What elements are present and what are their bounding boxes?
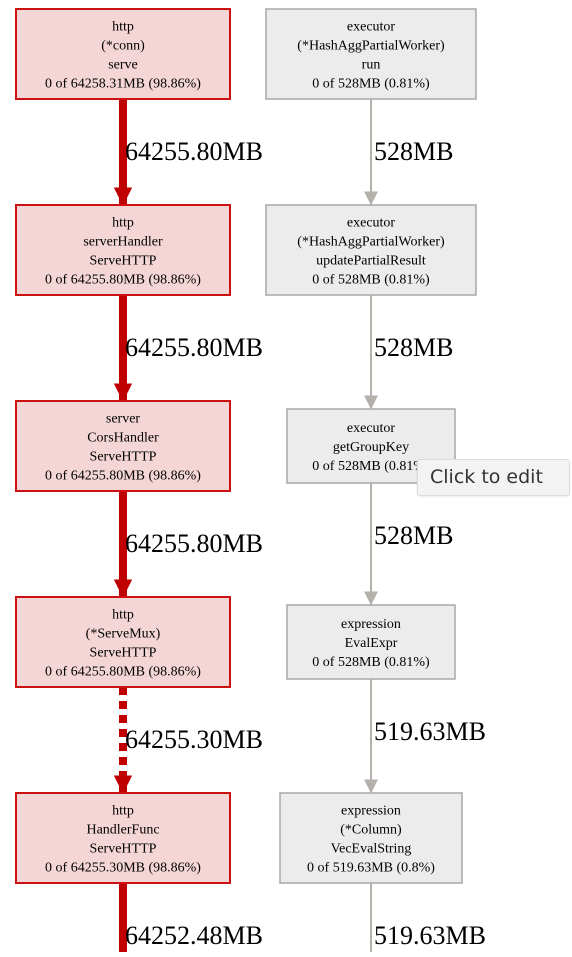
left-edge-5[interactable]: 64252.48MB (119, 883, 263, 957)
right-edge-label-5: 519.63MB (374, 921, 486, 950)
right-node-1-line-4: 0 of 528MB (0.81%) (312, 77, 430, 92)
left-node-1-line-2: (*conn) (101, 39, 145, 54)
right-node-4-line-2: EvalExpr (345, 636, 398, 651)
right-node-4-line-1: expression (341, 617, 401, 632)
left-edge-label-2: 64255.80MB (125, 333, 263, 362)
right-edge-label-2: 528MB (374, 333, 453, 362)
left-node-5-line-3: ServeHTTP (90, 842, 157, 857)
right-node-5-line-4: 0 of 519.63MB (0.8%) (307, 861, 435, 876)
left-node-box-2[interactable] (15, 204, 231, 296)
nodes-layer: http (*conn) serve 0 of 64258.31MB (98.86%)… (15, 8, 477, 884)
left-node-5-line-1: http (112, 804, 134, 819)
left-edge-4[interactable]: 64255.30MB (113, 687, 263, 794)
left-node-5-line-2: HandlerFunc (86, 823, 159, 838)
right-node-3-line-2: getGroupKey (333, 440, 409, 455)
right-node-2-line-3: updatePartialResult (316, 254, 426, 269)
right-node-box-4[interactable] (286, 604, 456, 680)
left-node-4-line-3: ServeHTTP (90, 646, 157, 661)
right-node-box-2[interactable] (265, 204, 477, 296)
left-edge-label-1: 64255.80MB (125, 137, 263, 166)
left-edge-2[interactable]: 64255.80MB (113, 295, 263, 402)
right-node-3-line-1: executor (347, 421, 396, 436)
right-node-2-line-1: executor (347, 216, 396, 231)
right-node-1-line-1: executor (347, 20, 396, 35)
left-node-2-line-4: 0 of 64255.80MB (98.86%) (45, 273, 201, 288)
left-edge-label-5: 64252.48MB (125, 921, 263, 950)
left-node-5-line-4: 0 of 64255.30MB (98.86%) (45, 861, 201, 876)
right-node-1[interactable]: executor (*HashAggPartialWorker) run 0 of 5… (265, 8, 477, 100)
right-node-2-line-2: (*HashAggPartialWorker) (297, 235, 445, 250)
left-node-box-5[interactable] (15, 792, 231, 884)
left-node-box-3[interactable] (15, 400, 231, 492)
right-node-5-line-3: VecEvalString (331, 842, 412, 857)
right-edge-label-1: 528MB (374, 137, 453, 166)
right-node-1-line-3: run (362, 58, 381, 73)
right-node-5[interactable]: expression (*Column) VecEvalString 0 of 519… (279, 792, 463, 884)
left-node-box-4[interactable] (15, 596, 231, 688)
left-edge-1[interactable]: 64255.80MB (113, 99, 263, 206)
left-node-box-1[interactable] (15, 8, 231, 100)
left-node-1[interactable]: http (*conn) serve 0 of 64258.31MB (98.86%) (15, 8, 231, 100)
edges-layer: 64255.80MB 64255.80MB 64255.80MB 64255.30MB… (113, 99, 486, 957)
right-node-box-1[interactable] (265, 8, 477, 100)
right-edge-3[interactable]: 528MB (364, 483, 453, 606)
right-edge-label-4: 519.63MB (374, 717, 486, 746)
left-node-2-line-1: http (112, 216, 134, 231)
left-edge-label-4: 64255.30MB (125, 725, 263, 754)
left-node-3-line-1: server (106, 412, 141, 427)
right-edge-4[interactable]: 519.63MB (364, 679, 486, 794)
right-edge-5[interactable]: 519.63MB (370, 883, 486, 957)
left-node-1-line-4: 0 of 64258.31MB (98.86%) (45, 77, 201, 92)
right-edge-1[interactable]: 528MB (364, 99, 453, 206)
left-edge-label-3: 64255.80MB (125, 529, 263, 558)
left-node-3-line-4: 0 of 64255.80MB (98.86%) (45, 469, 201, 484)
left-node-3-line-3: ServeHTTP (90, 450, 157, 465)
left-node-2-line-2: serverHandler (83, 235, 163, 250)
edit-tooltip: Click to edit (417, 459, 570, 496)
left-node-4-line-1: http (112, 608, 134, 623)
left-node-4-line-4: 0 of 64255.80MB (98.86%) (45, 665, 201, 680)
left-node-2-line-3: ServeHTTP (90, 254, 157, 269)
right-node-3-line-3: 0 of 528MB (0.81%) (312, 459, 430, 474)
left-node-4[interactable]: http (*ServeMux) ServeHTTP 0 of 64255.80MB … (15, 596, 231, 688)
right-node-1-line-2: (*HashAggPartialWorker) (297, 39, 445, 54)
right-node-2[interactable]: executor (*HashAggPartialWorker) updatePar… (265, 204, 477, 296)
left-node-4-line-2: (*ServeMux) (86, 627, 161, 642)
right-node-5-line-1: expression (341, 804, 401, 819)
left-node-3-line-2: CorsHandler (87, 431, 159, 446)
right-node-box-5[interactable] (279, 792, 463, 884)
right-node-5-line-2: (*Column) (340, 823, 402, 838)
right-node-2-line-4: 0 of 528MB (0.81%) (312, 273, 430, 288)
right-edge-label-3: 528MB (374, 521, 453, 550)
right-edge-2[interactable]: 528MB (364, 295, 453, 410)
right-node-4-line-3: 0 of 528MB (0.81%) (312, 655, 430, 670)
left-edge-3[interactable]: 64255.80MB (113, 491, 263, 598)
left-node-1-line-3: serve (108, 58, 138, 73)
left-node-1-line-1: http (112, 20, 134, 35)
